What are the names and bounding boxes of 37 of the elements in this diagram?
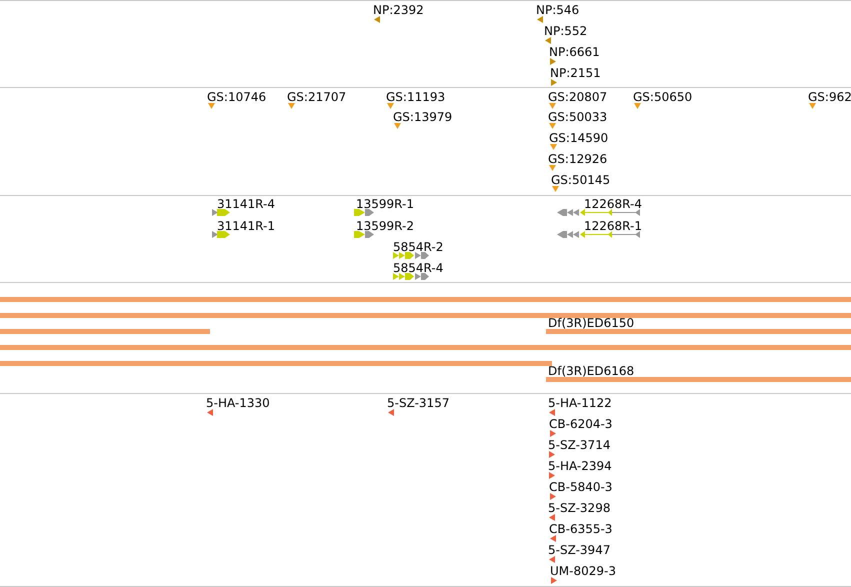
feature-label: NP:546 xyxy=(536,3,580,17)
feature-label: 13599R-1 xyxy=(356,197,414,211)
feature-label: 5-HA-1330 xyxy=(206,396,270,410)
feature-label: CB-5840-3 xyxy=(549,480,612,494)
feature-label: 5-SZ-3298 xyxy=(548,501,610,515)
feature-label: GS:12926 xyxy=(548,152,608,166)
feature-label: GS:11193 xyxy=(386,90,446,104)
feature-label: NP:552 xyxy=(544,24,588,38)
feature-label: GS:13979 xyxy=(393,110,452,124)
feature-label: 31141R-1 xyxy=(217,219,275,233)
feature-label: 13599R-2 xyxy=(356,219,414,233)
feature-label: NP:6661 xyxy=(549,45,600,59)
feature-label: 12268R-4 xyxy=(584,197,642,211)
feature-label: GS:50033 xyxy=(548,110,608,124)
feature-label: 12268R-1 xyxy=(584,219,642,233)
feature-label: Df(3R)ED6168 xyxy=(548,364,634,378)
feature-label: GS:962 xyxy=(808,90,851,104)
feature-label: 5-SZ-3947 xyxy=(548,543,610,557)
feature-label: 5854R-2 xyxy=(393,240,444,254)
feature-label: 5-HA-1122 xyxy=(548,396,612,410)
feature-label: GS:50145 xyxy=(551,173,610,187)
feature-label: 5-SZ-3714 xyxy=(548,438,610,452)
feature-label: GS:50650 xyxy=(633,90,692,104)
feature-label: CB-6204-3 xyxy=(549,417,612,431)
feature-label: GS:10746 xyxy=(207,90,266,104)
feature-label: 5-SZ-3157 xyxy=(387,396,450,410)
feature-label: 5-HA-2394 xyxy=(548,459,612,473)
feature-label: CB-6355-3 xyxy=(549,522,612,536)
feature-label: Df(3R)ED6150 xyxy=(548,316,634,330)
feature-label: GS:20807 xyxy=(548,90,608,104)
feature-label: NP:2392 xyxy=(373,3,424,17)
feature-label: GS:21707 xyxy=(287,90,346,104)
feature-label: NP:2151 xyxy=(550,66,601,80)
feature-label: 31141R-4 xyxy=(217,197,275,211)
feature-label: 5854R-4 xyxy=(393,261,444,275)
feature-label: UM-8029-3 xyxy=(550,564,616,578)
feature-label: GS:14590 xyxy=(549,131,608,145)
